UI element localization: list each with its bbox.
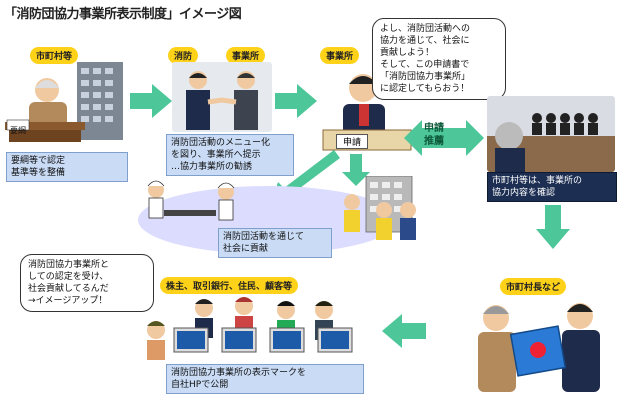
tag-fire-brigade: 消防 [168, 47, 199, 64]
tag-business-president: 事業所 [320, 47, 360, 64]
label-apply-recommend: 申請 推薦 [424, 123, 444, 147]
arrow-down-right-icon [536, 205, 570, 249]
bubble-after-certification: 消防団協力事業所と しての認定を受け、 社会貢献してるんだ →イメージアップ！ [20, 254, 154, 312]
label-youkou: 要綱 [10, 126, 26, 135]
activity-ellipse [138, 176, 416, 254]
arrow-right-1-icon [130, 84, 172, 118]
box-standards: 要綱等で認定 基準等を整備 [6, 152, 128, 182]
arrow-left-bottom-icon [382, 314, 426, 348]
arrow-double-icon [404, 120, 484, 156]
handshake-illustration [172, 62, 272, 132]
municipality-official-illustration [5, 62, 123, 142]
stakeholders-computers-illustration [147, 297, 353, 360]
tag-stakeholders: 株主、取引銀行、住民、顧客等 [160, 277, 299, 294]
tag-business: 事業所 [226, 47, 266, 64]
box-menu: 消防団活動のメニュー化 を図り、事業所へ提示 …協力事業所の勧誘 [166, 134, 294, 176]
bubble-business-thought: よし、消防団活動への 協力を通じて、社会に 貢献しよう！ そして、この申請書で … [372, 18, 506, 100]
tag-municipality: 市町村等 [30, 47, 79, 64]
label-application-doc: 申請 [336, 134, 369, 149]
box-confirm: 市町村等は、事業所の 協力内容を確認 [487, 172, 617, 202]
page-title: 「消防団協力事業所表示制度」イメージ図 [4, 7, 242, 22]
arrow-right-2-icon [275, 84, 317, 118]
arrow-down-center-icon [342, 154, 370, 186]
box-contribute: 消防団活動を通じて 社会に貢献 [218, 228, 332, 258]
certificate-handover-illustration [478, 303, 600, 392]
tag-mayor: 市町村長など [500, 278, 567, 295]
box-publish: 消防団協力事業所の表示マークを 自社HPで公開 [166, 364, 364, 394]
meeting-room-illustration [487, 96, 615, 172]
